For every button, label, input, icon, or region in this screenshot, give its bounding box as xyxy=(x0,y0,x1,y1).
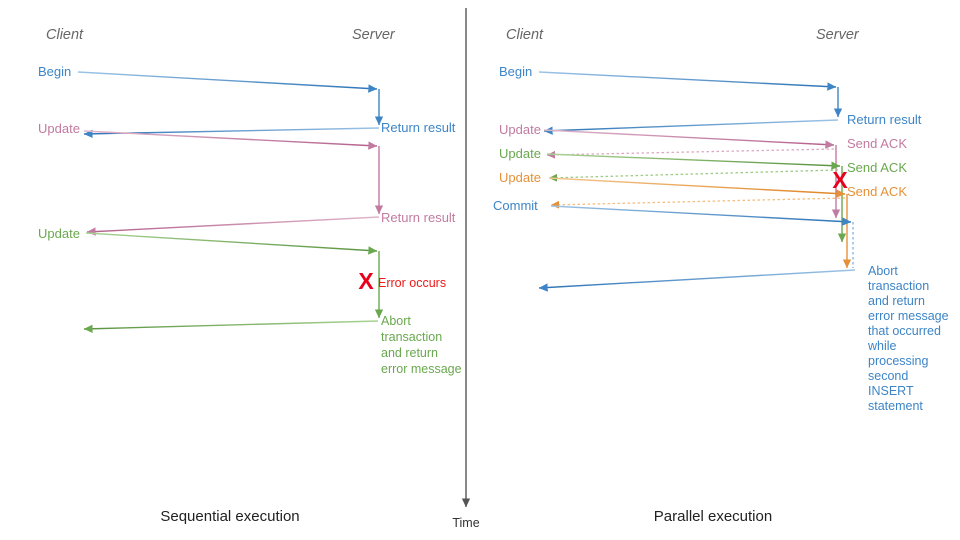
parallel-abort-note-line-0: Abort xyxy=(868,264,898,278)
label-parallel-commit: Commit xyxy=(493,198,538,213)
parallel-abort-note-line-2: and return xyxy=(868,294,925,308)
error-x-icon: X xyxy=(832,167,848,193)
panel-parallel: Client Server Begin Return result Update… xyxy=(493,27,949,525)
error-x-icon: X xyxy=(358,268,374,294)
arrow-parallel-commit xyxy=(550,205,852,226)
sequential-abort-note: Abort transaction and return error messa… xyxy=(381,314,462,376)
label-parallel-send-ack-2: Send ACK xyxy=(847,160,907,175)
arrow-sequential-update-2 xyxy=(85,232,378,255)
error-occurs-label: Error occurs xyxy=(378,276,446,290)
label-sequential-return-result-2: Return result xyxy=(381,210,456,225)
arrow-parallel-update-2 xyxy=(546,153,841,170)
panel-sequential: Client Server Begin Return result Update… xyxy=(38,27,462,525)
arrow-parallel-abort xyxy=(538,269,856,292)
parallel-server-lane-title: Server xyxy=(816,27,860,43)
label-parallel-begin: Begin xyxy=(499,64,532,79)
arrow-parallel-ack-3 xyxy=(550,197,846,209)
parallel-error-marker: X xyxy=(832,167,848,193)
parallel-abort-note-line-5: while xyxy=(867,339,897,353)
time-axis-label: Time xyxy=(452,516,479,530)
sequential-abort-note-line-2: and return xyxy=(381,346,438,360)
label-parallel-send-ack-1: Send ACK xyxy=(847,136,907,151)
sequential-client-lane-title: Client xyxy=(46,27,84,43)
arrow-parallel-ack-1 xyxy=(546,148,835,159)
parallel-abort-note-line-3: error message xyxy=(868,309,949,323)
label-parallel-send-ack-3: Send ACK xyxy=(847,184,907,199)
arrow-sequential-update-1 xyxy=(83,130,378,150)
parallel-abort-note: Abort transaction and return error messa… xyxy=(867,264,949,413)
parallel-abort-note-line-4: that occurred xyxy=(868,324,941,338)
sequential-server-lane-title: Server xyxy=(352,27,396,43)
label-sequential-update-1: Update xyxy=(38,121,80,136)
label-sequential-begin: Begin xyxy=(38,64,71,79)
label-parallel-update-1: Update xyxy=(499,122,541,137)
arrow-parallel-begin xyxy=(538,71,837,91)
label-parallel-update-3: Update xyxy=(499,170,541,185)
parallel-abort-note-line-7: second xyxy=(868,369,908,383)
label-sequential-update-2: Update xyxy=(38,226,80,241)
time-axis: Time xyxy=(452,8,480,530)
arrow-parallel-return-result xyxy=(543,119,839,135)
arrow-sequential-begin xyxy=(77,71,378,93)
parallel-abort-note-line-1: transaction xyxy=(868,279,929,293)
arrow-sequential-return-result-2 xyxy=(86,216,380,236)
arrow-parallel-update-1 xyxy=(543,129,835,149)
sequential-caption: Sequential execution xyxy=(160,508,299,525)
arrow-parallel-ack-2 xyxy=(548,169,839,182)
label-parallel-update-2: Update xyxy=(499,146,541,161)
label-parallel-return-result: Return result xyxy=(847,112,922,127)
sequential-abort-note-line-0: Abort xyxy=(381,314,411,328)
arrow-sequential-abort xyxy=(83,320,379,333)
parallel-caption: Parallel execution xyxy=(654,508,772,525)
sequential-abort-note-line-1: transaction xyxy=(381,330,442,344)
arrow-parallel-update-3 xyxy=(548,177,846,198)
parallel-client-lane-title: Client xyxy=(506,27,544,43)
parallel-abort-note-line-9: statement xyxy=(868,399,923,413)
sequential-abort-note-line-3: error message xyxy=(381,362,462,376)
parallel-abort-note-line-6: processing xyxy=(868,354,928,368)
parallel-abort-note-line-8: INSERT xyxy=(868,384,914,398)
sequential-error-marker: X Error occurs xyxy=(358,268,446,294)
label-sequential-return-result-1: Return result xyxy=(381,120,456,135)
